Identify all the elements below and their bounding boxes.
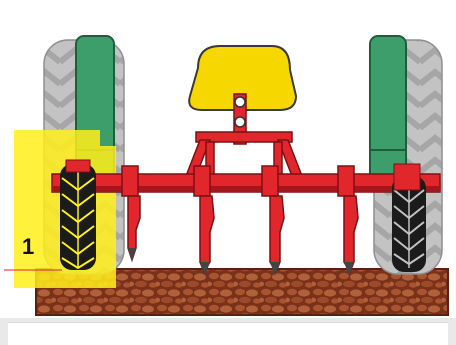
toolbar-beam	[52, 174, 440, 192]
callout-label: 1	[22, 236, 34, 258]
left-gauge-wheel	[60, 160, 96, 270]
seat	[189, 46, 296, 144]
right-gauge-wheel	[392, 164, 426, 272]
right-fender	[370, 36, 406, 156]
